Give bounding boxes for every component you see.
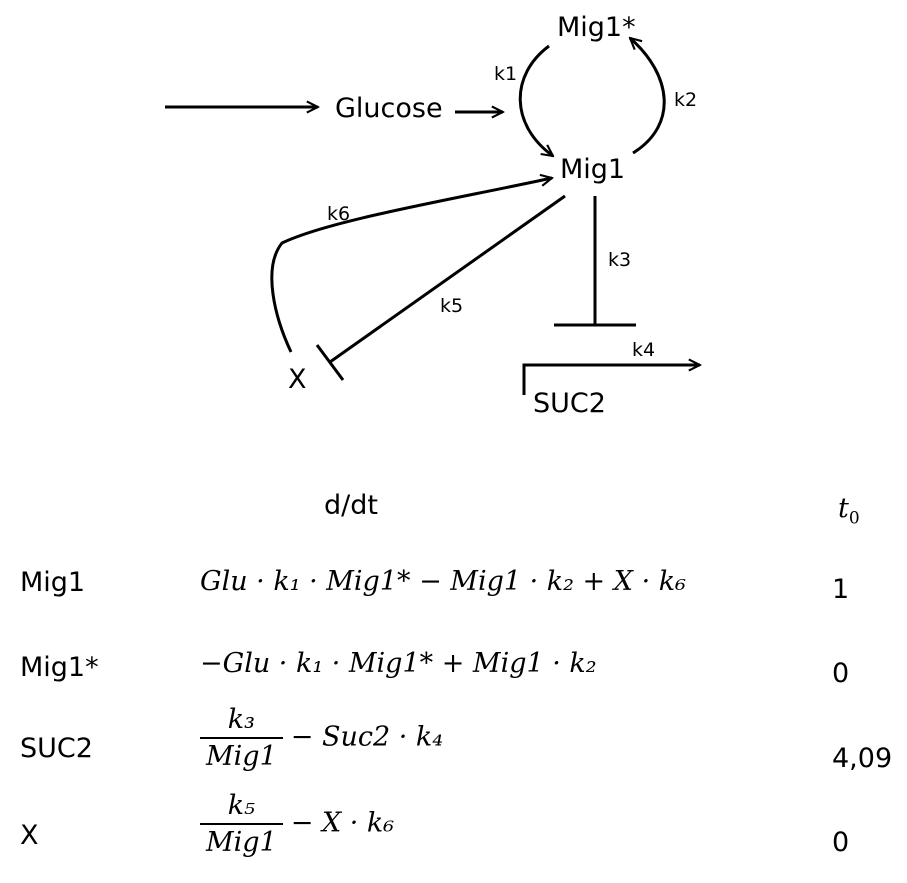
equation-x: k₅ Mig1 − X · k₆ <box>200 790 394 858</box>
rate-k3: k3 <box>608 249 631 271</box>
node-glucose: Glucose <box>335 93 443 124</box>
rate-k6: k6 <box>327 203 350 225</box>
path-k5 <box>329 194 566 364</box>
rate-k1: k1 <box>494 63 517 85</box>
pathway-diagram: Glucose Mig1* k1 k2 Mig1 k6 k5 X k3 k4 S… <box>165 12 907 419</box>
equation-rest-x: − X · k₆ <box>290 807 395 839</box>
node-suc2: SUC2 <box>533 388 606 419</box>
equation-mig1: Glu · k₁ · Mig1* − Mig1 · k₂ + X · k₆ <box>200 566 686 597</box>
initial-mig1: 1 <box>832 574 850 605</box>
initial-x: 0 <box>832 827 850 858</box>
rate-k5: k5 <box>440 295 463 317</box>
node-mig1-star: Mig1* <box>557 12 636 43</box>
initial-suc2: 4,09 <box>832 743 893 774</box>
path-k6 <box>270 178 552 353</box>
numerator-x: k₅ <box>227 790 255 821</box>
equation-suc2: k₃ Mig1 − Suc2 · k₄ <box>200 704 443 772</box>
node-mig1: Mig1 <box>560 154 625 185</box>
rate-k2: k2 <box>674 89 697 111</box>
header-t0-subscript: 0 <box>848 508 860 529</box>
row-label-suc2: SUC2 <box>20 733 93 764</box>
header-t0-symbol: t <box>838 493 849 524</box>
arc-k1 <box>518 44 553 156</box>
fraction-suc2: k₃ Mig1 <box>200 704 283 772</box>
inhibition-bar-k5 <box>315 344 345 381</box>
denominator-x: Mig1 <box>200 823 283 858</box>
promoter-k4 <box>522 365 700 395</box>
denominator-suc2: Mig1 <box>200 737 283 772</box>
rate-k4: k4 <box>632 339 655 361</box>
numerator-suc2: k₃ <box>227 704 255 735</box>
header-ddt: d/dt <box>324 490 378 521</box>
row-label-x: X <box>20 820 39 851</box>
equation-rest-suc2: − Suc2 · k₄ <box>290 721 444 753</box>
equation-mig1-star: −Glu · k₁ · Mig1* + Mig1 · k₂ <box>200 648 597 679</box>
node-x: X <box>288 364 307 395</box>
row-label-mig1-star: Mig1* <box>20 652 99 683</box>
fraction-x: k₅ Mig1 <box>200 790 283 858</box>
header-t0: t0 <box>838 493 860 528</box>
arc-k2 <box>630 38 666 155</box>
initial-mig1-star: 0 <box>832 658 850 689</box>
row-label-mig1: Mig1 <box>20 567 86 598</box>
